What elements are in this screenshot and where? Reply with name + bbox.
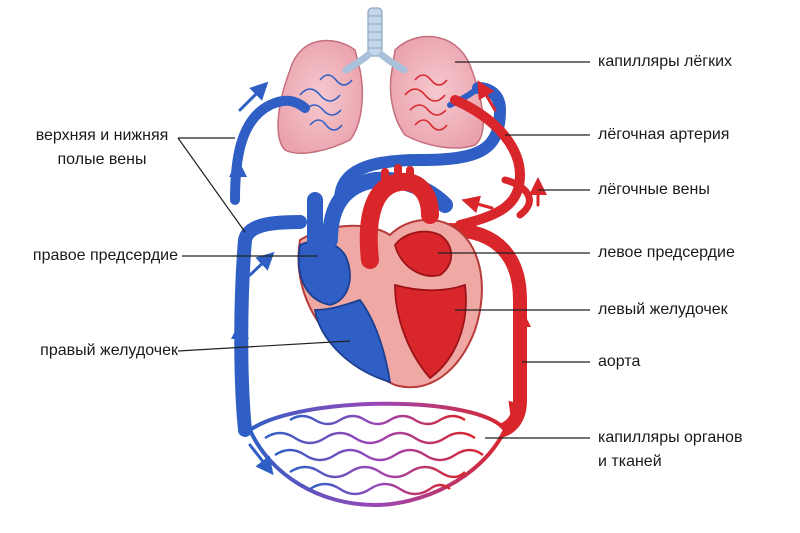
pulmonary-veins-vessel: [450, 95, 526, 230]
flow-arrows: [229, 80, 547, 476]
lungs: [277, 7, 484, 154]
leader-right-ventricle: [177, 340, 351, 352]
right-ventricle: [313, 298, 392, 384]
label-left-atrium: левое предсердие: [598, 244, 735, 261]
aorta-vessel: [443, 223, 527, 439]
label-lung-capillaries: капилляры лёгких: [598, 53, 733, 70]
flow-arrow-icon: [238, 81, 269, 112]
leader-lines: [177, 61, 590, 439]
left-atrium: [394, 230, 453, 277]
flow-arrow-icon: [508, 393, 526, 421]
label-right-atrium: правое предсердие: [32, 247, 178, 264]
flow-arrow-icon: [477, 80, 497, 112]
systemic-vessels: [234, 215, 527, 439]
label-organ-capillaries-line2: и тканей: [598, 453, 662, 470]
flow-arrow-icon: [248, 443, 274, 476]
heart: [297, 164, 483, 389]
label-pulmonary-veins: лёгочные вены: [598, 181, 710, 198]
pulmonary-artery-vessel: [334, 82, 507, 206]
label-right-ventricle: правый желудочек: [40, 342, 178, 359]
label-organ-capillaries-line1: капилляры органов: [598, 429, 743, 446]
right-lung: [389, 35, 484, 149]
label-vena-cava-line1: верхняя и нижняя: [35, 127, 169, 144]
leader-vena-cava-2: [177, 137, 246, 233]
label-left-ventricle: левый желудочек: [598, 301, 728, 318]
label-pulmonary-artery: лёгочная артерия: [598, 126, 730, 143]
flow-arrow-icon: [461, 195, 494, 214]
label-vena-cava-line2: полые вены: [57, 151, 147, 168]
flow-arrow-icon: [248, 251, 275, 277]
organ-capillaries: [247, 401, 508, 508]
label-aorta: аорта: [598, 353, 641, 370]
superior-vena-cava: [234, 215, 307, 437]
left-ventricle: [394, 283, 467, 380]
